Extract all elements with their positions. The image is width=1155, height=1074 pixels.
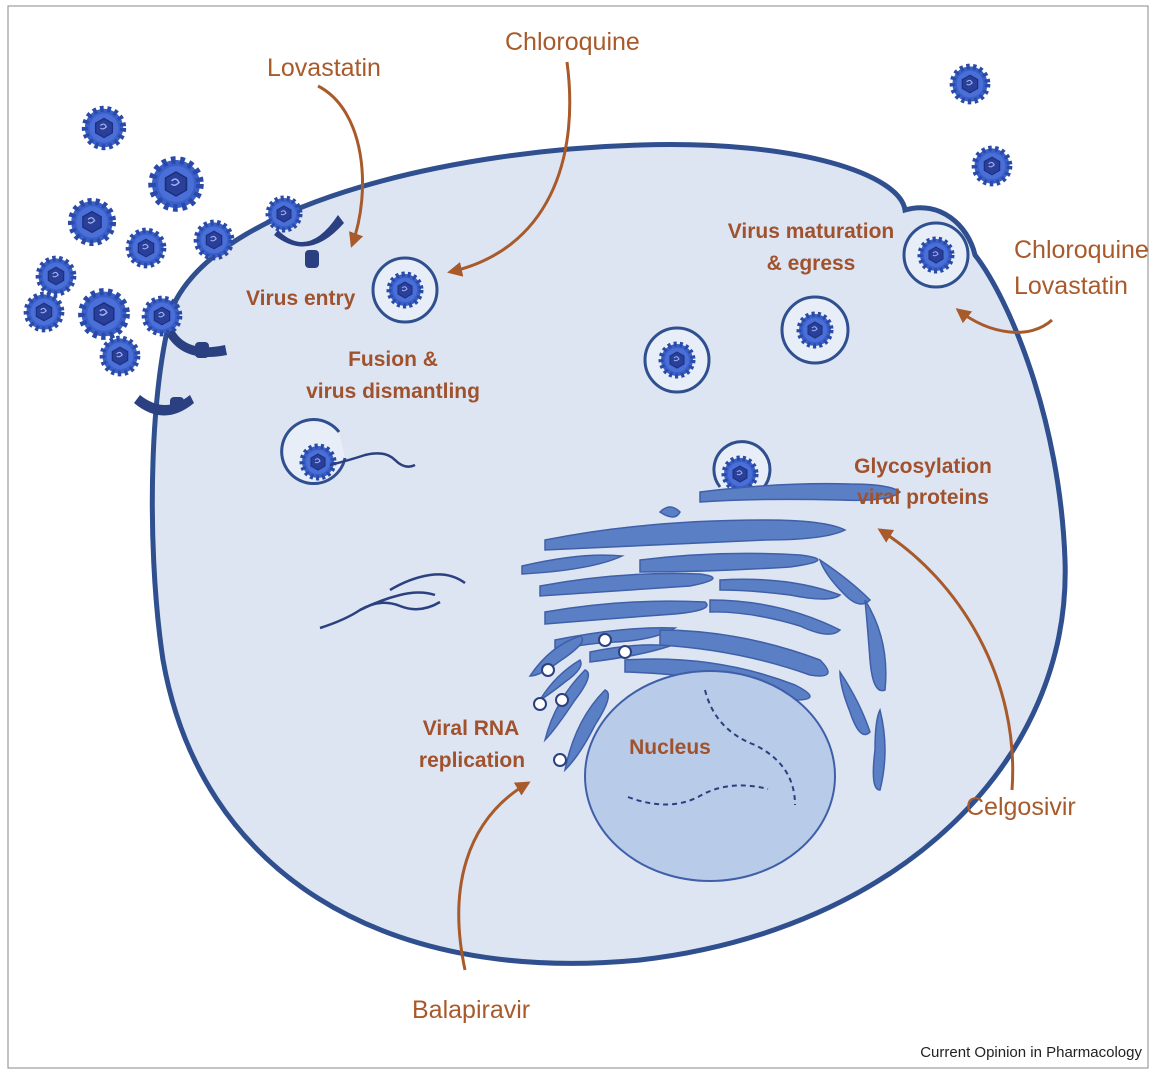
step-label-rna-line2: replication [419,749,525,772]
step-label-maturation-line1: Virus maturation [728,220,894,243]
nucleus-label: Nucleus [629,736,711,759]
step-label-maturation-line2: & egress [767,252,856,275]
step-label-rna-line1: Viral RNA [423,717,519,740]
step-label-fusion-line1: Fusion & [348,348,438,371]
drug-label-balapiravir: Balapiravir [412,996,530,1024]
drug-label-lovastatin-top: Lovastatin [267,54,381,82]
step-label-virus-entry: Virus entry [246,287,356,310]
step-label-fusion-line2: virus dismantling [306,380,480,403]
step-label-glyco-line2: viral proteins [857,486,989,509]
drug-label-chloroquine-top: Chloroquine [505,28,640,56]
drug-label-lovastatin-right: Lovastatin [1014,272,1128,300]
step-label-glyco-line1: Glycosylation [854,455,992,478]
drug-label-celgosivir: Celgosivir [966,793,1076,821]
drug-label-chloroquine-right: Chloroquine [1014,236,1149,264]
source-credit: Current Opinion in Pharmacology [920,1044,1142,1061]
